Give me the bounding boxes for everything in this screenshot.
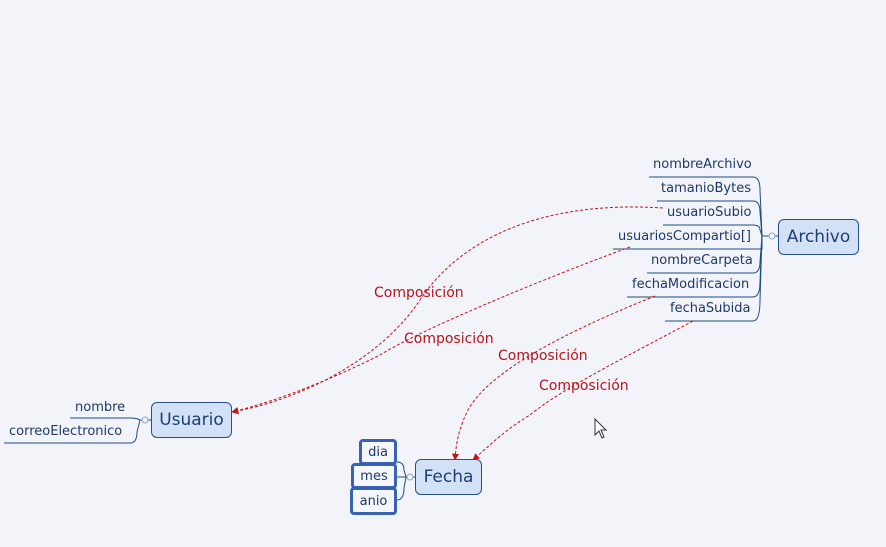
attr-mes[interactable]: mes bbox=[351, 463, 397, 489]
topic-fecha-label: Fecha bbox=[423, 467, 474, 487]
attr-fechaModificacion[interactable]: fechaModificacion bbox=[632, 277, 750, 292]
attr-usuarioSubio[interactable]: usuarioSubio bbox=[667, 205, 752, 220]
archivo-branches bbox=[613, 176, 779, 322]
relationship-curve-fechaModificacion bbox=[451, 295, 656, 461]
attr-tamanioBytes[interactable]: tamanioBytes bbox=[661, 181, 751, 196]
attr-mes-label: mes bbox=[360, 468, 388, 484]
relationship-label-fechaSubida[interactable]: Composición bbox=[539, 378, 629, 394]
attr-dia-label: dia bbox=[368, 444, 388, 460]
topic-usuario-label: Usuario bbox=[159, 410, 224, 430]
attr-fechaSubida[interactable]: fechaSubida bbox=[670, 301, 751, 316]
relationship-label-usuariosCompartio[interactable]: Composición bbox=[404, 331, 494, 347]
attr-anio[interactable]: anio bbox=[350, 487, 397, 515]
relationship-label-fechaModificacion[interactable]: Composición bbox=[498, 348, 588, 364]
topic-fecha[interactable]: Fecha bbox=[415, 459, 482, 495]
attr-usuariosCompartio[interactable]: usuariosCompartio[] bbox=[618, 229, 751, 244]
fecha-branches bbox=[396, 461, 416, 501]
attr-nombreCarpeta[interactable]: nombreCarpeta bbox=[651, 253, 753, 268]
usuario-branches bbox=[4, 416, 151, 444]
relationship-curve-usuarioSubio bbox=[231, 206, 664, 415]
relationship-label-usuarioSubio[interactable]: Composición bbox=[374, 285, 464, 301]
attr-correoElectronico[interactable]: correoElectronico bbox=[9, 424, 123, 439]
attr-dia[interactable]: dia bbox=[359, 439, 397, 465]
topic-archivo[interactable]: Archivo bbox=[778, 219, 859, 255]
relationship-lines bbox=[231, 206, 694, 461]
topic-usuario[interactable]: Usuario bbox=[151, 402, 232, 438]
topic-archivo-label: Archivo bbox=[786, 227, 851, 247]
attr-nombre[interactable]: nombre bbox=[75, 400, 126, 415]
attr-anio-label: anio bbox=[359, 493, 388, 509]
relationship-curve-usuariosCompartio bbox=[231, 246, 631, 414]
mouse-pointer-icon bbox=[594, 418, 608, 439]
attr-nombreArchivo[interactable]: nombreArchivo bbox=[653, 157, 752, 172]
